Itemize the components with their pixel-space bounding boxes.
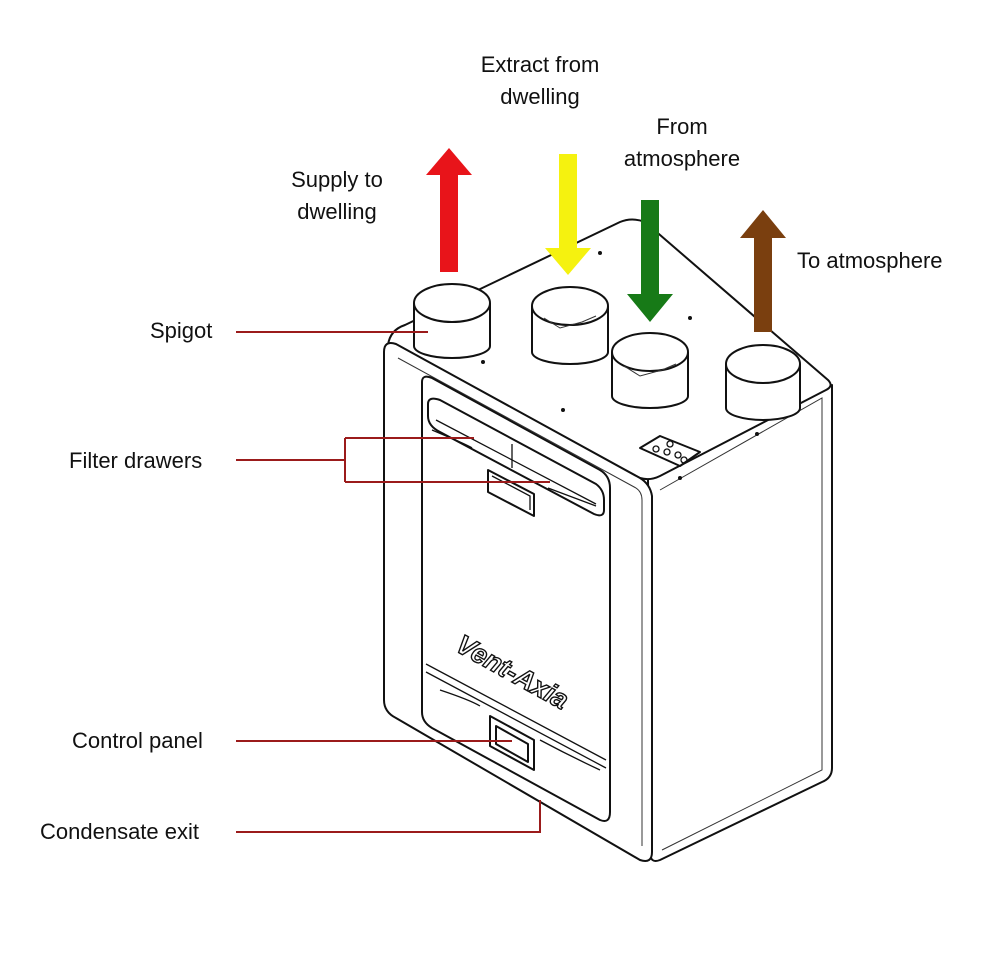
extract-arrow (545, 154, 591, 275)
side-bevel (659, 397, 823, 851)
drawer-line (547, 487, 597, 507)
lower-panel-line (539, 739, 601, 771)
from-atmosphere-arrow (627, 200, 673, 322)
control-panel-screen (495, 725, 529, 763)
from-atmosphere-label-line-1: From (656, 114, 707, 139)
screw-mark (688, 316, 692, 320)
spigot-1 (413, 283, 491, 359)
spigot-3 (611, 332, 689, 409)
supply-arrow (426, 148, 472, 272)
extract-down-arrow (545, 154, 591, 275)
control-panel-label: Control panel (72, 728, 203, 753)
condensate-exit-leader-line (236, 800, 541, 833)
lower-panel-line (425, 663, 607, 761)
drawer-line (435, 419, 597, 505)
top-connector-panel (639, 435, 701, 467)
filter-drawers-leader-line (236, 437, 550, 483)
unit-top-face (387, 218, 832, 481)
front-bevel (397, 357, 643, 846)
spigot-label: Spigot (150, 318, 212, 343)
screw-mark (598, 251, 602, 255)
to-atmosphere-label: To atmosphere (797, 248, 943, 273)
extract-label-line-2: dwelling (500, 84, 580, 109)
lower-panel-line (425, 671, 607, 769)
screw-mark (678, 476, 682, 480)
from-atmosphere-label-line-2: atmosphere (624, 146, 740, 171)
to-atmosphere-arrow (740, 210, 786, 332)
filter-drawer-upper (427, 397, 605, 517)
screw-mark (561, 408, 565, 412)
condensate-exit-label: Condensate exit (40, 819, 199, 844)
supply-label-line-1: Supply to (291, 167, 383, 192)
lower-panel-line (439, 689, 481, 707)
to-atmosphere-up-arrow (740, 210, 786, 332)
supply-up-arrow (426, 148, 472, 272)
from-atmosphere-down-arrow (627, 200, 673, 322)
screw-mark (755, 432, 759, 436)
screw-mark (481, 360, 485, 364)
extract-label-line-1: Extract from (481, 52, 600, 77)
drawer-line (431, 429, 473, 449)
filter-drawers-label: Filter drawers (69, 448, 202, 473)
spigot-inner (543, 315, 597, 329)
spigot-inner (623, 363, 677, 377)
spigot-4 (725, 344, 801, 421)
spigot-2 (531, 286, 609, 365)
supply-label-line-2: dwelling (297, 199, 377, 224)
